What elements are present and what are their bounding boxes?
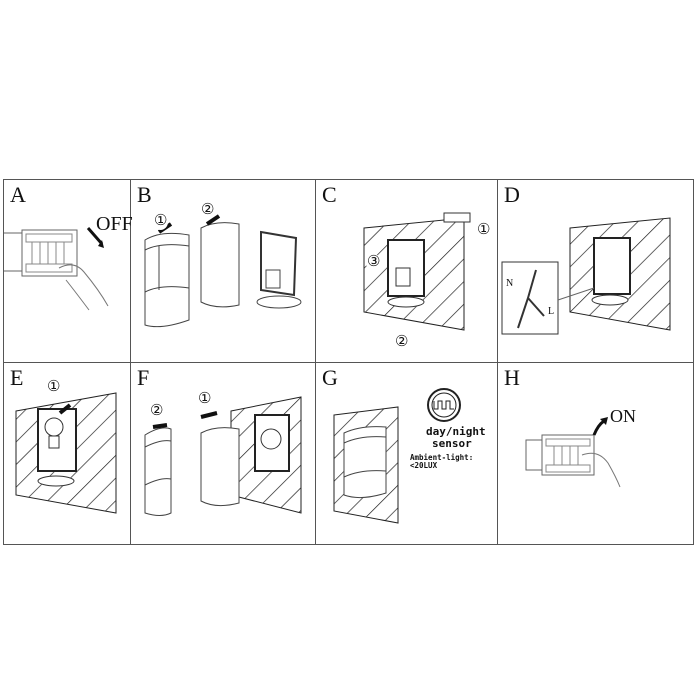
insert-bulb-illustration xyxy=(15,392,117,514)
on-label: ON xyxy=(610,406,636,426)
panel-d: D N L xyxy=(498,180,694,362)
wiring-illustration xyxy=(501,217,671,335)
step-1-marker: ① xyxy=(476,222,492,239)
panel-letter: E xyxy=(10,365,24,390)
panel-letter: F xyxy=(137,365,150,390)
panel-e: E ① xyxy=(4,363,130,545)
remove-cover-illustration xyxy=(144,214,302,328)
step-2-marker: ② xyxy=(149,403,165,420)
panel-h: H ON xyxy=(498,363,694,545)
ambient-light-threshold: Ambient-light: <20LUX xyxy=(410,453,474,471)
divider xyxy=(3,362,694,363)
panel-g: G day/night sensor Ambient-light: <20LUX xyxy=(316,363,497,545)
panel-c: C ① ② ③ xyxy=(316,180,497,362)
panel-letter: H xyxy=(504,365,520,390)
neutral-wire-label: N xyxy=(506,278,514,289)
step-3-marker: ③ xyxy=(366,254,382,271)
sensor-label-line1: day/night xyxy=(426,425,486,438)
reattach-cover-illustration xyxy=(144,396,302,516)
panel-a: A OFF xyxy=(4,180,133,362)
breaker-switch-off-illustration xyxy=(4,227,109,311)
live-wire-label: L xyxy=(548,306,555,317)
step-1-marker: ① xyxy=(46,379,62,396)
panel-letter: C xyxy=(322,182,337,207)
completed-light-illustration xyxy=(333,388,461,524)
panel-letter: A xyxy=(10,182,26,207)
step-1-marker: ① xyxy=(197,391,213,408)
step-2-marker: ② xyxy=(394,334,410,351)
step-2-marker: ② xyxy=(200,202,216,219)
panel-letter: D xyxy=(504,182,520,207)
step-1-marker: ① xyxy=(153,213,169,230)
off-label: OFF xyxy=(96,213,133,235)
panel-letter: B xyxy=(137,182,152,207)
panel-letter: G xyxy=(322,365,338,390)
breaker-switch-on-illustration xyxy=(525,417,621,488)
panel-b: B ① ② xyxy=(131,180,315,362)
mount-base-illustration xyxy=(363,212,471,331)
light-sensor-icon xyxy=(427,388,461,422)
panel-f: F ② ① xyxy=(131,363,315,545)
sensor-label-line2: sensor xyxy=(432,437,472,450)
